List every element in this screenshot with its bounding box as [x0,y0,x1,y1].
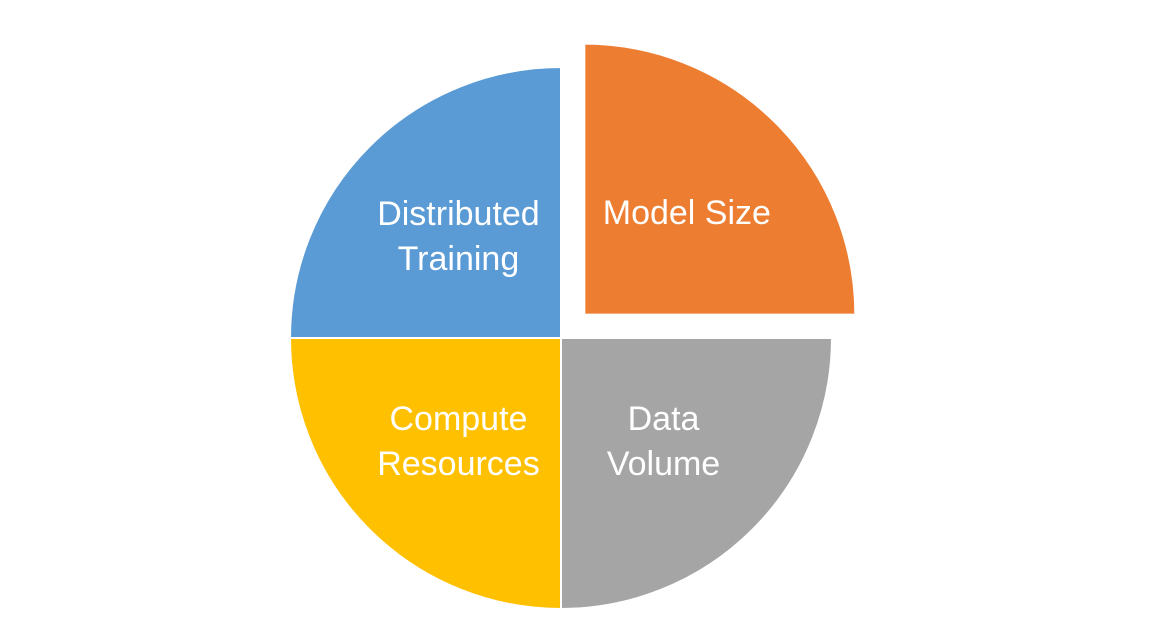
pie-slice-label-line: Volume [607,445,720,483]
pie-slice-label-line: Compute [389,400,527,438]
pie-slice-label-line: Data [628,400,700,438]
pie-slice-0 [583,42,857,316]
pie-slice-label-line: Resources [377,445,540,483]
pie-slice-label-0: Model Size [603,194,771,232]
pie-slice-label-line: Model Size [603,194,771,232]
pie-slice-1 [560,337,834,611]
pie-slice-3 [288,65,562,339]
pie-slice-label-line: Distributed [377,195,540,233]
pie-slice-2 [288,337,562,611]
pie-slice-label-line: Training [398,240,520,278]
